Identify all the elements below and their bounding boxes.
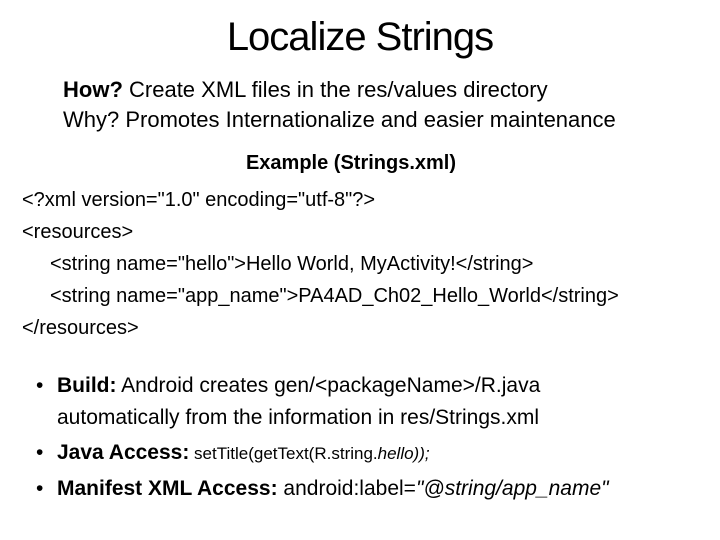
slide-title: Localize Strings bbox=[226, 15, 494, 59]
code-line-string-hello: <string name="hello">Hello World, MyActi… bbox=[50, 253, 534, 275]
bullet-java-access: • Java Access: setTitle(getText(R.string.… bbox=[36, 437, 656, 470]
bullet-build: • Build: Android creates gen/<packageName… bbox=[36, 370, 656, 434]
bullet-dot: • bbox=[36, 374, 44, 397]
code-line-resources-close: </resources> bbox=[22, 317, 139, 339]
java-access-code-italic: hello)); bbox=[377, 444, 430, 463]
how-text: Create XML files in the res/values direc… bbox=[122, 77, 548, 102]
build-text-line1: Android creates gen/<packageName>/R.java bbox=[116, 374, 541, 397]
example-heading: Example (Strings.xml) bbox=[245, 152, 457, 174]
bullet-list: • Build: Android creates gen/<packageName… bbox=[36, 370, 656, 505]
bullet-dot: • bbox=[36, 441, 44, 464]
how-label: How? bbox=[63, 77, 123, 102]
bullet-dot: • bbox=[36, 477, 44, 500]
build-text-line2: automatically from the information in re… bbox=[57, 406, 540, 429]
xml-code-block: <?xml version="1.0" encoding="utf-8"?> <… bbox=[22, 184, 619, 344]
intro-why-line: Why? Promotes Internationalize and easie… bbox=[63, 107, 616, 132]
build-label: Build: bbox=[57, 374, 117, 397]
java-access-label: Java Access: bbox=[57, 441, 190, 464]
manifest-access-value-italic: "@string/app_name" bbox=[415, 477, 609, 500]
code-line-resources-open: <resources> bbox=[22, 221, 134, 243]
code-line-xml-declaration: <?xml version="1.0" encoding="utf-8"?> bbox=[22, 189, 376, 211]
manifest-access-text: android:label= bbox=[277, 477, 416, 500]
bullet-manifest-access: • Manifest XML Access: android:label="@st… bbox=[36, 473, 656, 505]
intro-how-line: How? Create XML files in the res/values … bbox=[63, 75, 616, 105]
manifest-access-label: Manifest XML Access: bbox=[57, 477, 278, 500]
code-line-string-app-name: <string name="app_name">PA4AD_Ch02_Hello… bbox=[50, 285, 619, 307]
java-access-code: setTitle(getText(R.string. bbox=[189, 444, 378, 463]
intro-block: How? Create XML files in the res/values … bbox=[63, 75, 616, 135]
